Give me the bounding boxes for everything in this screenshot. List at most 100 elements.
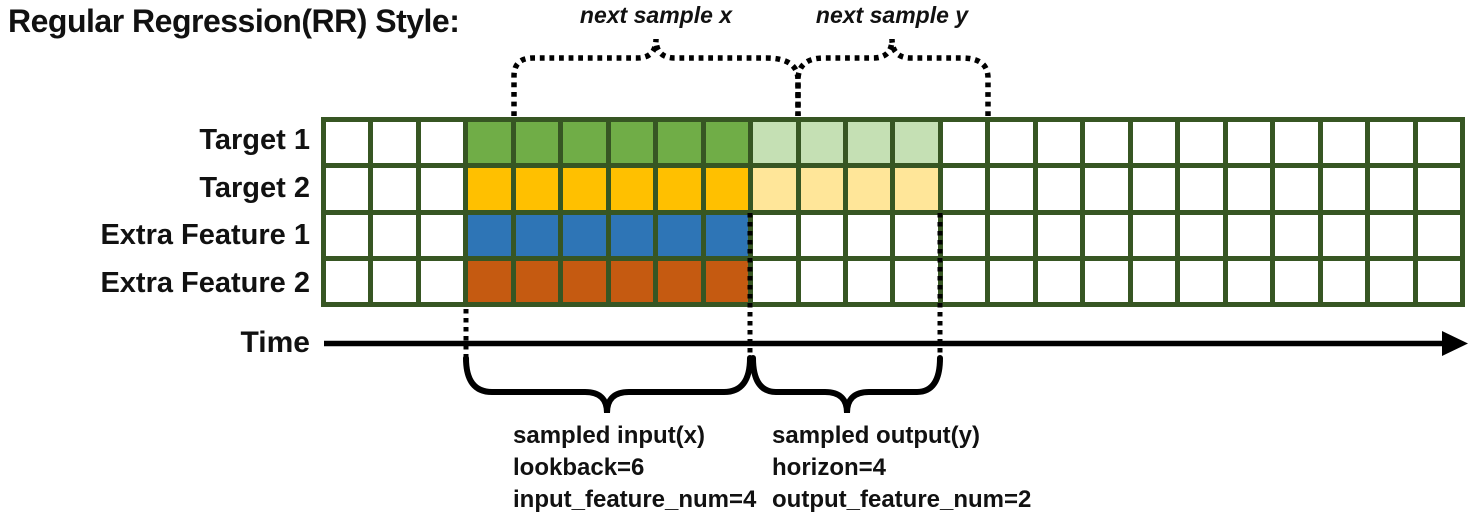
grid-cell-row3-col6 bbox=[563, 214, 606, 256]
grid-cell-row3-col16 bbox=[1037, 214, 1081, 256]
grid-cell-row2-col17 bbox=[1085, 168, 1128, 210]
grid-cell-row2-col6 bbox=[563, 168, 606, 210]
row-labels: Target 1 Target 2 Extra Feature 1 Extra Fea… bbox=[0, 117, 310, 307]
sampled-input-caption: sampled input(x) lookback=6 input_featur… bbox=[513, 420, 756, 516]
grid-cell-row2-col11 bbox=[800, 168, 844, 210]
grid-cell-row4-col2 bbox=[373, 260, 416, 302]
grid-cell-row4-col23 bbox=[1370, 260, 1413, 302]
grid-cell-row1-col5 bbox=[515, 122, 559, 164]
diagram-title: Regular Regression(RR) Style: bbox=[8, 3, 460, 39]
grid-cell-row3-col9 bbox=[705, 214, 749, 256]
grid-cell-row3-col19 bbox=[1180, 214, 1223, 256]
caption-line-output-title: sampled output(y) bbox=[772, 422, 980, 449]
grid-cell-row4-col5 bbox=[515, 260, 559, 302]
sampled-output-brace bbox=[750, 355, 943, 414]
grid-cell-row1-col8 bbox=[658, 122, 701, 164]
grid-cell-row4-col13 bbox=[895, 260, 938, 302]
row-label-extra-feature-2: Extra Feature 2 bbox=[100, 266, 310, 299]
grid-cell-row4-col24 bbox=[1417, 260, 1460, 302]
grid-cell-row1-col6 bbox=[563, 122, 606, 164]
grid-cell-row4-col16 bbox=[1037, 260, 1081, 302]
grid-cell-row1-col12 bbox=[848, 122, 891, 164]
grid-cell-row3-col2 bbox=[373, 214, 416, 256]
grid-cell-row4-col10 bbox=[753, 260, 796, 302]
grid-cell-row2-col8 bbox=[658, 168, 701, 210]
grid-cell-row3-col5 bbox=[515, 214, 559, 256]
grid-cell-row2-col23 bbox=[1370, 168, 1413, 210]
grid-cell-row3-col18 bbox=[1132, 214, 1176, 256]
grid-cell-row3-col23 bbox=[1370, 214, 1413, 256]
grid-cell-row3-col13 bbox=[895, 214, 938, 256]
grid-cell-row1-col10 bbox=[753, 122, 796, 164]
grid-cell-row4-col6 bbox=[563, 260, 606, 302]
caption-line-horizon: horizon=4 bbox=[772, 454, 887, 481]
grid-cell-row3-col7 bbox=[610, 214, 654, 256]
grid-cell-row1-col11 bbox=[800, 122, 844, 164]
grid-cell-row1-col19 bbox=[1180, 122, 1223, 164]
grid-cell-row2-col2 bbox=[373, 168, 416, 210]
grid-cell-row1-col16 bbox=[1037, 122, 1081, 164]
grid-cell-row1-col24 bbox=[1417, 122, 1460, 164]
grid-cell-row1-col9 bbox=[705, 122, 749, 164]
grid-cell-row4-col14 bbox=[942, 260, 986, 302]
grid-cell-row1-col14 bbox=[942, 122, 986, 164]
caption-line-output-feature-num: output_feature_num=2 bbox=[772, 486, 1032, 513]
grid-cell-row2-col22 bbox=[1322, 168, 1366, 210]
grid-cell-row2-col15 bbox=[990, 168, 1033, 210]
grid-cell-row1-col7 bbox=[610, 122, 654, 164]
row-label-extra-feature-1: Extra Feature 1 bbox=[100, 219, 310, 252]
grid-cell-row3-col11 bbox=[800, 214, 844, 256]
caption-line-input-feature-num: input_feature_num=4 bbox=[513, 486, 757, 513]
grid-cell-row2-col13 bbox=[895, 168, 938, 210]
grid-cell-row2-col3 bbox=[420, 168, 464, 210]
grid-cell-row3-col15 bbox=[990, 214, 1033, 256]
caption-line-input-title: sampled input(x) bbox=[513, 422, 706, 449]
grid-cell-row4-col19 bbox=[1180, 260, 1223, 302]
grid-cell-row4-col22 bbox=[1322, 260, 1366, 302]
grid-cell-row3-col10 bbox=[753, 214, 796, 256]
grid-cell-row3-col17 bbox=[1085, 214, 1128, 256]
grid-cell-row3-col4 bbox=[468, 214, 511, 256]
grid-cell-row3-col1 bbox=[326, 214, 369, 256]
time-axis-label: Time bbox=[240, 326, 310, 359]
grid-cell-row4-col21 bbox=[1275, 260, 1318, 302]
row-label-target-2: Target 2 bbox=[199, 171, 310, 204]
grid-cell-row3-col22 bbox=[1322, 214, 1366, 256]
grid-cell-row1-col3 bbox=[420, 122, 464, 164]
grid-cell-row2-col10 bbox=[753, 168, 796, 210]
grid-cell-row4-col20 bbox=[1227, 260, 1271, 302]
grid-cell-row4-col11 bbox=[800, 260, 844, 302]
grid-cell-row1-col2 bbox=[373, 122, 416, 164]
grid-cell-row1-col22 bbox=[1322, 122, 1366, 164]
grid-cell-row4-col9 bbox=[705, 260, 749, 302]
grid-cell-row4-col3 bbox=[420, 260, 464, 302]
grid-cell-row4-col12 bbox=[848, 260, 891, 302]
grid-cell-row2-col14 bbox=[942, 168, 986, 210]
grid-cell-row4-col17 bbox=[1085, 260, 1128, 302]
next-sample-y-label: next sample y bbox=[815, 2, 969, 28]
sampled-output-caption: sampled output(y) horizon=4 output_featu… bbox=[772, 420, 1031, 516]
grid-cell-row2-col9 bbox=[705, 168, 749, 210]
row-label-target-1: Target 1 bbox=[199, 124, 310, 157]
grid-cell-row3-col14 bbox=[942, 214, 986, 256]
grid-cell-row1-col23 bbox=[1370, 122, 1413, 164]
grid-cell-row2-col24 bbox=[1417, 168, 1460, 210]
grid-cell-row2-col7 bbox=[610, 168, 654, 210]
next-sample-y-brace bbox=[795, 38, 991, 116]
grid-cell-row2-col1 bbox=[326, 168, 369, 210]
next-sample-x-brace bbox=[511, 38, 801, 116]
grid-cell-row2-col16 bbox=[1037, 168, 1081, 210]
grid-cell-row2-col12 bbox=[848, 168, 891, 210]
grid-cell-row3-col20 bbox=[1227, 214, 1271, 256]
grid-cell-row2-col21 bbox=[1275, 168, 1318, 210]
grid-cell-row3-col12 bbox=[848, 214, 891, 256]
grid-cell-row1-col17 bbox=[1085, 122, 1128, 164]
grid-cell-row1-col21 bbox=[1275, 122, 1318, 164]
grid-cell-row2-col19 bbox=[1180, 168, 1223, 210]
grid-cell-row3-col21 bbox=[1275, 214, 1318, 256]
grid-cell-row3-col24 bbox=[1417, 214, 1460, 256]
sampled-input-brace bbox=[463, 355, 753, 414]
time-arrow-head bbox=[1442, 331, 1468, 356]
grid-cell-row4-col15 bbox=[990, 260, 1033, 302]
